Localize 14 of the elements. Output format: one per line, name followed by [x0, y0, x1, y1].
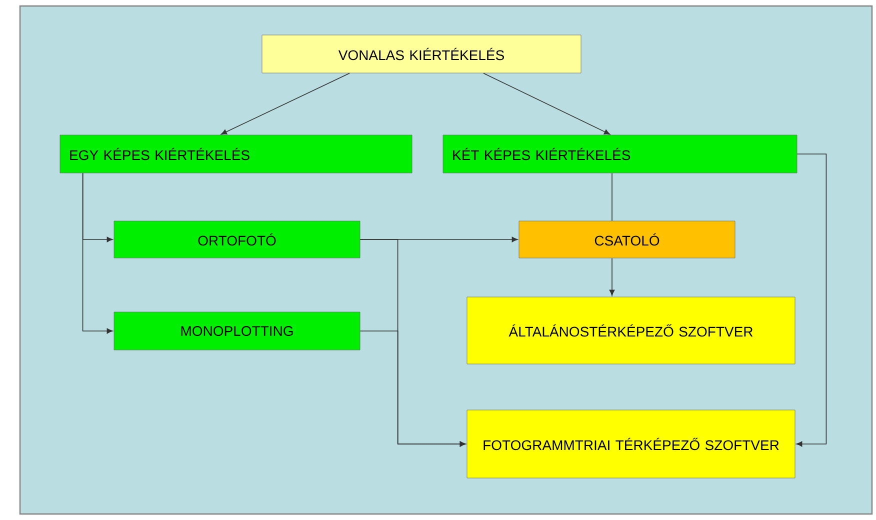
process-box: KÉT KÉPES KIÉRTÉKELÉS — [442, 134, 798, 174]
process-box: ORTOFOTÓ — [114, 220, 360, 258]
process-box: ÁLTALÁNOSTÉRKÉPEZŐ SZOFTVER — [466, 296, 796, 364]
process-box: MONOPLOTTING — [114, 312, 360, 350]
process-box: EGY KÉPES KIÉRTÉKELÉS — [60, 134, 412, 174]
arrow — [796, 154, 827, 447]
arrow — [360, 330, 466, 447]
process-box: VONALAS KIÉRTÉKELÉS — [262, 34, 582, 74]
process-box: CSATOLÓ — [518, 220, 736, 258]
arrow — [609, 258, 615, 296]
arrow — [82, 172, 113, 334]
process-box: FOTOGRAMMTRIAI TÉRKÉPEZŐ SZOFTVER — [466, 410, 796, 478]
arrow — [483, 72, 610, 135]
arrow — [220, 72, 350, 135]
